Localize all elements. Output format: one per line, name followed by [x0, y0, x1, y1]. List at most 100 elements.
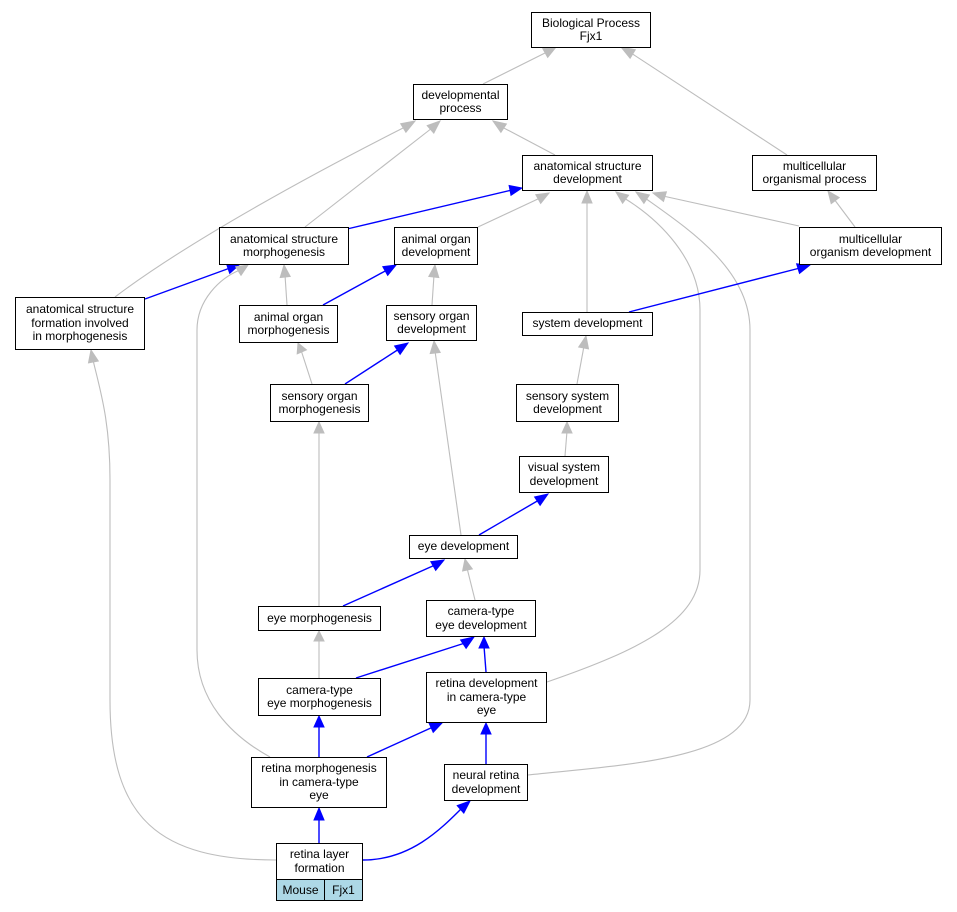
arrowhead-ssd-to-sysd [577, 334, 590, 350]
arrowhead-rlf-to-asf [87, 348, 100, 364]
arrowhead-asm-to-asd [508, 184, 524, 197]
node-label-line: Biological Process [541, 15, 641, 30]
node-eye-development[interactable]: eye development [409, 535, 518, 559]
edge-eyed-to-vsd [478, 499, 540, 536]
arrowhead-ctem-to-cted [459, 636, 476, 650]
edge-rlf-to-nrd [362, 807, 463, 861]
arrowhead-eyem-to-eyed [429, 559, 446, 572]
edge-asm-to-asd [346, 189, 513, 230]
edge-nrd-to-asd [527, 197, 751, 776]
edge-ctem-to-cted [355, 642, 466, 679]
node-label-line: development [533, 402, 602, 416]
edge-som-to-sod [344, 348, 400, 385]
node-label-line: anatomical structure [533, 158, 642, 173]
node-label-line: development [553, 172, 622, 186]
arrowhead-rdev-to-cted [478, 635, 490, 649]
node-label-line: in camera-type [446, 689, 527, 704]
node-label-line: eye [309, 788, 329, 803]
arrowhead-aod-to-asd [534, 192, 551, 205]
node-label-line: morphogenesis [247, 323, 330, 337]
arrowhead-eyed-to-vsd [533, 493, 550, 507]
edge-rlf-to-asf [92, 359, 277, 861]
node-label-line: process [439, 101, 482, 115]
node-label-line: sensory organ [393, 308, 470, 323]
node-label-line: neural retina [452, 768, 520, 782]
arrowhead-rmor-to-ctem [313, 714, 325, 728]
arrowhead-sod-to-aod [428, 263, 440, 279]
arrowhead-rmor-to-asm [234, 264, 250, 277]
arrowhead-cted-to-eyed [461, 557, 474, 572]
arrowhead-mop-to-bp [619, 46, 637, 60]
edge-mop-to-bp [630, 52, 788, 156]
node-label-line: eye development [435, 617, 527, 632]
arrowhead-eyed-to-sod [429, 339, 441, 355]
node-label-line: animal organ [253, 309, 324, 324]
node-label-line: anatomical structure [229, 231, 339, 246]
node-label-line: developmental [421, 87, 500, 102]
node-eye-morphogenesis[interactable]: eye morphogenesis [258, 606, 381, 631]
node-label-line: eye [476, 703, 497, 718]
arrowhead-sysd-to-mod [795, 263, 812, 275]
node-system-development[interactable]: system development [522, 312, 653, 336]
node-label-line: camera-type [447, 604, 515, 618]
edge-aom-to-aod [322, 269, 388, 306]
node-label-line: visual system [527, 460, 601, 474]
arrowhead-ctem-to-eyem [313, 629, 325, 642]
node-label-line: animal organ [401, 231, 471, 246]
node-label-line: development [397, 322, 466, 336]
edge-rdev-to-cted [483, 645, 487, 673]
arrowhead-vsd-to-ssd [561, 420, 573, 434]
edge-rmor-to-asm [196, 269, 271, 758]
node-label-line: eye morphogenesis [267, 610, 372, 625]
edge-asm-to-dev [304, 127, 433, 228]
edge-som-to-aom [300, 349, 313, 385]
node-label-line: in morphogenesis [32, 329, 128, 344]
arrowhead-sysd-to-asd [581, 189, 593, 204]
edge-mod-to-mop [833, 198, 856, 228]
edge-asf-to-asm [144, 267, 231, 300]
arrowhead-som-to-sod [393, 342, 410, 356]
edge-mod-to-asd [662, 195, 800, 227]
node-label-line: development [401, 245, 471, 259]
edge-ssd-to-sysd [576, 345, 585, 385]
arrowhead-rlf-to-nrd [456, 800, 472, 814]
edge-aom-to-asm [284, 274, 288, 306]
node-label-line: multicellular [782, 158, 847, 173]
node-label-line: retina layer [289, 847, 350, 861]
arrowhead-rdev-to-asd [614, 191, 630, 205]
edge-dev-to-bp [482, 51, 548, 85]
edge-sod-to-aod [431, 274, 435, 306]
edge-asd-to-dev [501, 126, 556, 156]
arrowhead-mod-to-mop [827, 189, 841, 205]
node-label-line: sensory system [525, 388, 610, 403]
arrowhead-rlf-to-rmor [313, 806, 325, 821]
gene-tag: Fjx1 [324, 879, 363, 901]
arrowhead-aom-to-aod [381, 264, 398, 277]
edge-eyed-to-sod [434, 350, 462, 536]
arrowhead-nrd-to-rdev [480, 721, 492, 735]
edge-rdev-to-asd [546, 197, 701, 683]
node-label-line: development [451, 781, 521, 796]
node-label-line: formation involved [31, 315, 129, 330]
node-label-line: in camera-type [279, 774, 359, 789]
